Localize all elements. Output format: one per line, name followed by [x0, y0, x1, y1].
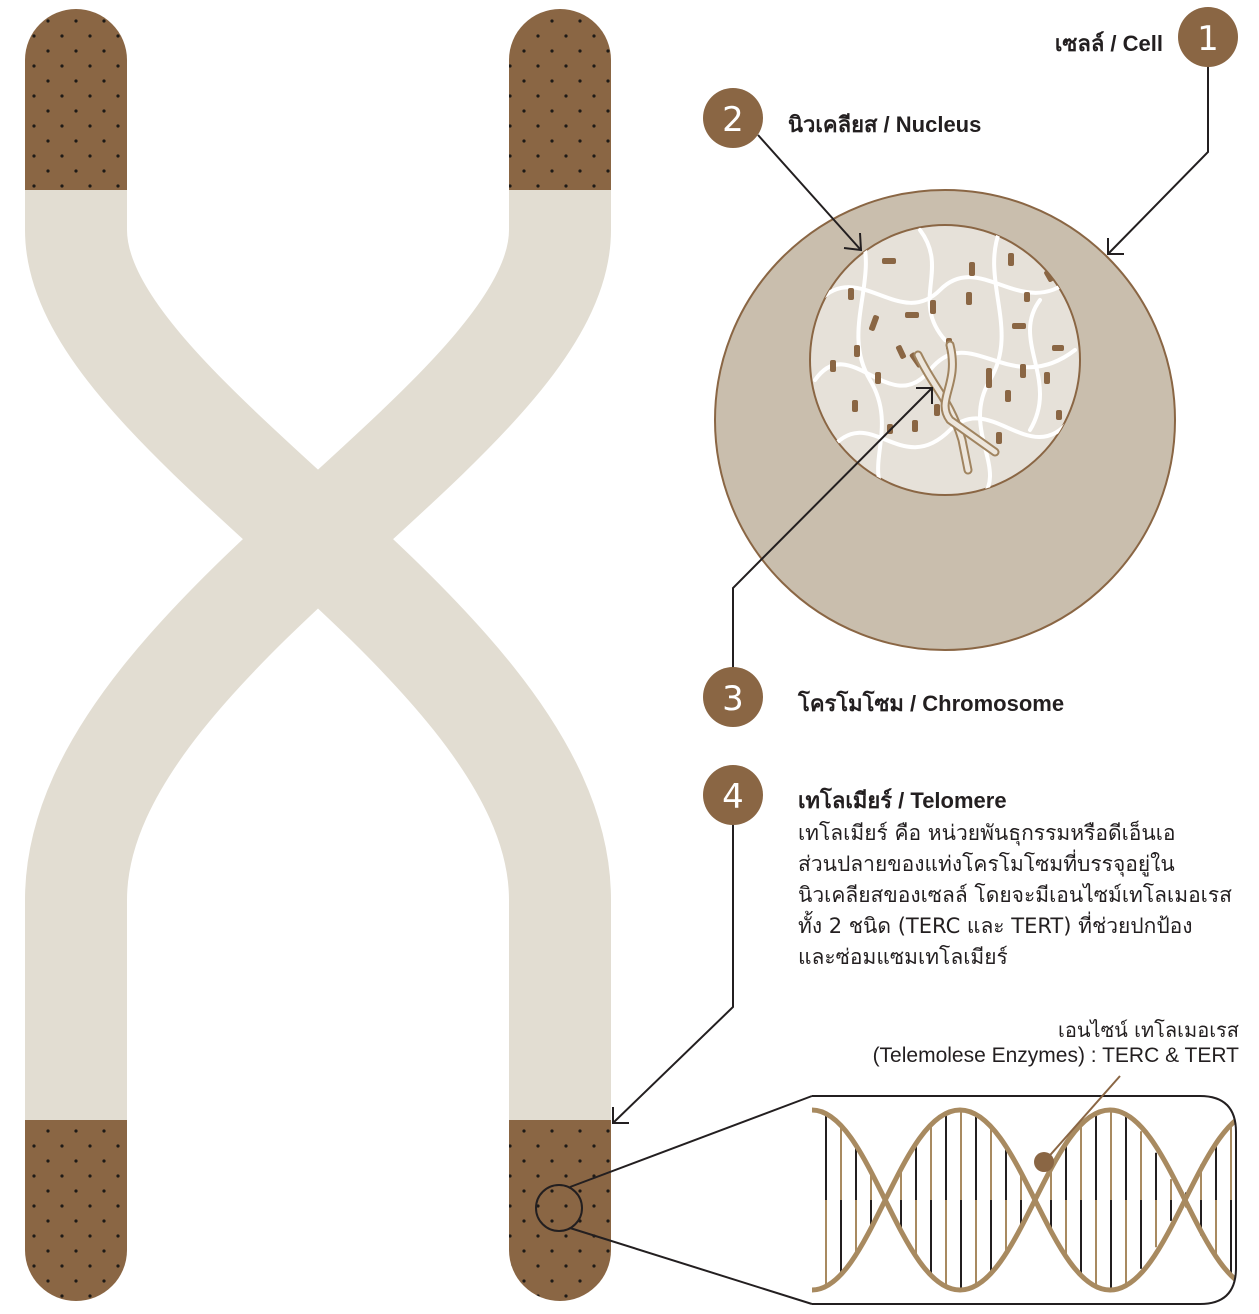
enzyme-label-line2: (Telemolese Enzymes) : TERC & TERT — [873, 1044, 1239, 1068]
badge-3: 3 — [703, 667, 763, 727]
telomere-label: เทโลเมียร์ / Telomere — [798, 783, 1007, 818]
telomere-description-line: ทั้ง 2 ชนิด (TERC และ TERT) ที่ช่วยปกป้อ… — [798, 911, 1232, 942]
callout-line-cell — [1108, 66, 1208, 254]
dna-zoom — [570, 1076, 1259, 1306]
cell — [715, 190, 1175, 650]
nucleus-label: นิวเคลียส / Nucleus — [788, 107, 981, 142]
chromosome-x — [25, 9, 611, 1301]
badge-1-number: 1 — [1197, 19, 1219, 59]
badge-4-number: 4 — [722, 777, 744, 817]
telomere-bottom-right — [509, 1120, 611, 1301]
badge-2: 2 — [703, 88, 763, 148]
telomere-top-left — [25, 9, 127, 190]
badge-3-number: 3 — [722, 679, 744, 719]
telomere-bottom-left — [25, 1120, 127, 1301]
nucleus — [810, 225, 1080, 495]
telomere-top-right — [509, 9, 611, 190]
telomere-description-line: เทโลเมียร์ คือ หน่วยพันธุกรรมหรือดีเอ็นเ… — [798, 818, 1232, 849]
chromosome-label: โครโมโซม / Chromosome — [798, 686, 1064, 721]
telomere-description-line: ส่วนปลายของแท่งโครโมโซมที่บรรจุอยู่ใน — [798, 849, 1232, 880]
cell-label: เซลล์ / Cell — [1055, 26, 1163, 61]
telomere-description-line: และซ่อมแซมเทโลเมียร์ — [798, 942, 1232, 973]
callout-line-telomere — [613, 822, 733, 1123]
telomere-description-line: นิวเคลียสของเซลล์ โดยจะมีเอนไซม์เทโลเมอเ… — [798, 880, 1232, 911]
enzyme-label-line1: เอนไซน์ เทโลเมอเรส — [1058, 1014, 1239, 1046]
telomere-description: เทโลเมียร์ คือ หน่วยพันธุกรรมหรือดีเอ็นเ… — [798, 818, 1232, 973]
badge-4: 4 — [703, 765, 763, 825]
callout-line-nucleus — [758, 135, 860, 249]
badge-1: 1 — [1178, 7, 1238, 67]
badge-2-number: 2 — [722, 100, 744, 140]
enzyme-marker-dot — [1034, 1152, 1054, 1172]
